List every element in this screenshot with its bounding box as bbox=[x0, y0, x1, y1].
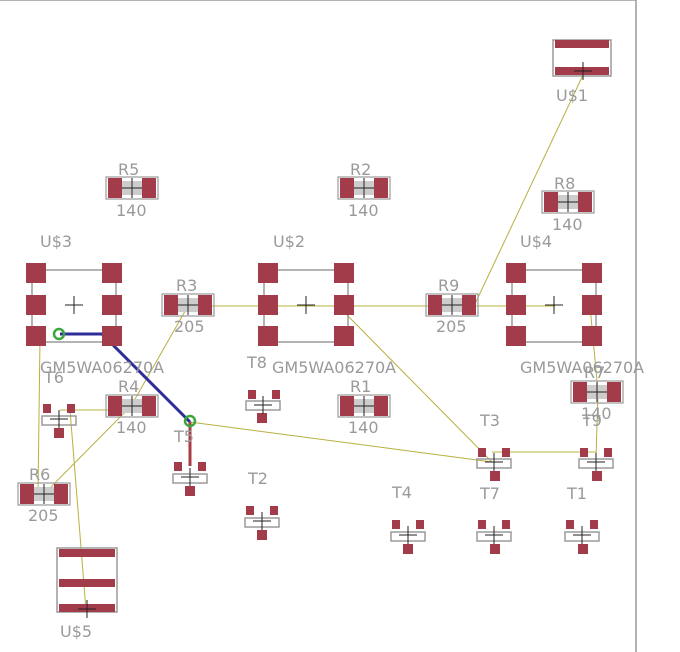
component-U3[interactable]: U$3 GM5WA06270A bbox=[26, 232, 164, 377]
component-T4[interactable]: T4 bbox=[390, 483, 426, 554]
via-2 bbox=[183, 414, 197, 428]
component-R4[interactable]: R4 140 bbox=[105, 377, 159, 437]
R9-value: 205 bbox=[436, 317, 467, 336]
component-U1[interactable]: U$1 bbox=[552, 39, 612, 105]
component-T2[interactable]: T2 bbox=[244, 469, 280, 540]
R7-value: 140 bbox=[581, 404, 612, 423]
component-T5[interactable]: T5 bbox=[172, 427, 208, 496]
via-1 bbox=[52, 327, 66, 341]
component-R2[interactable]: R2 140 bbox=[337, 160, 391, 220]
component-R1[interactable]: R1 140 bbox=[337, 377, 391, 437]
component-T9[interactable]: T9 bbox=[578, 411, 614, 481]
R5-value: 140 bbox=[116, 201, 147, 220]
component-T7[interactable]: T7 bbox=[476, 484, 512, 554]
R4-name: R4 bbox=[118, 377, 139, 396]
component-R3[interactable]: R3 205 bbox=[161, 276, 215, 336]
T3-name: T3 bbox=[479, 411, 500, 430]
component-R7[interactable]: R7 140 bbox=[570, 363, 624, 423]
component-T1[interactable]: T1 bbox=[564, 484, 600, 554]
R3-name: R3 bbox=[176, 276, 197, 295]
T2-name: T2 bbox=[247, 469, 268, 488]
U3-value: GM5WA06270A bbox=[40, 358, 164, 377]
T1-name: T1 bbox=[566, 484, 587, 503]
U1-name: U$1 bbox=[556, 86, 588, 105]
component-T6[interactable]: T6 bbox=[41, 368, 77, 438]
R2-value: 140 bbox=[348, 201, 379, 220]
component-T8[interactable]: T8 bbox=[245, 353, 281, 423]
U4-name: U$4 bbox=[520, 232, 552, 251]
U2-value: GM5WA06270A bbox=[272, 358, 396, 377]
R1-value: 140 bbox=[348, 418, 379, 437]
U3-name: U$3 bbox=[40, 232, 72, 251]
T8-name: T8 bbox=[246, 353, 267, 372]
T7-name: T7 bbox=[479, 484, 500, 503]
T9-name: T9 bbox=[581, 411, 602, 430]
component-R5[interactable]: R5 140 bbox=[105, 160, 159, 220]
R2-name: R2 bbox=[350, 160, 371, 179]
T6-name: T6 bbox=[43, 368, 64, 387]
component-U2[interactable]: U$2 GM5WA06270A bbox=[258, 232, 396, 377]
R6-value: 205 bbox=[28, 506, 59, 525]
T5-name: T5 bbox=[173, 427, 194, 446]
R5-name: R5 bbox=[118, 160, 139, 179]
R7-name: R7 bbox=[584, 363, 605, 382]
R4-value: 140 bbox=[116, 418, 147, 437]
U2-name: U$2 bbox=[273, 232, 305, 251]
component-R8[interactable]: R8 140 bbox=[541, 174, 595, 234]
U4-value: GM5WA06270A bbox=[520, 358, 644, 377]
R6-name: R6 bbox=[29, 465, 50, 484]
component-R6[interactable]: R6 205 bbox=[17, 465, 71, 525]
component-U4[interactable]: U$4 GM5WA06270A bbox=[506, 232, 644, 377]
R3-value: 205 bbox=[174, 317, 205, 336]
U5-name: U$5 bbox=[60, 622, 92, 641]
R8-name: R8 bbox=[554, 174, 575, 193]
R1-name: R1 bbox=[350, 377, 371, 396]
component-R9[interactable]: R9 205 bbox=[425, 276, 479, 336]
component-U5[interactable]: U$5 bbox=[56, 547, 118, 641]
T4-name: T4 bbox=[391, 483, 412, 502]
board-outline bbox=[0, 0, 637, 652]
R8-value: 140 bbox=[552, 215, 583, 234]
R9-name: R9 bbox=[438, 276, 459, 295]
component-T3[interactable]: T3 bbox=[476, 411, 512, 481]
